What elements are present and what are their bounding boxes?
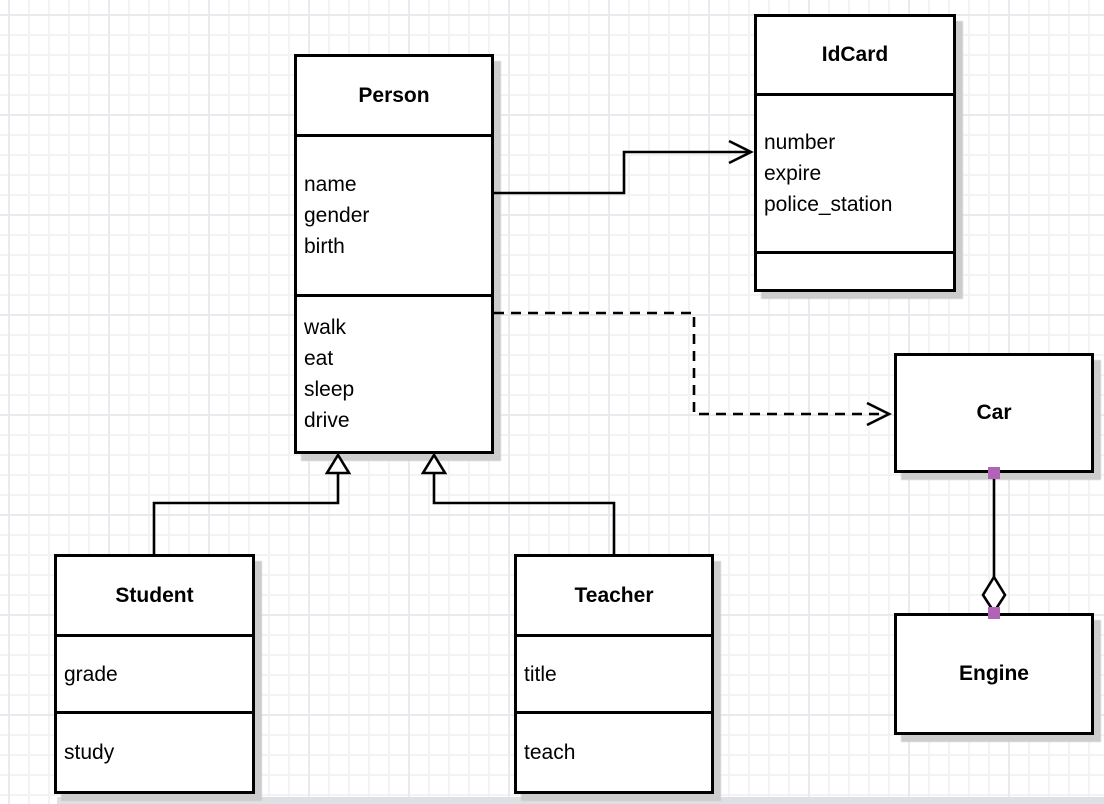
class-method: eat (304, 347, 334, 370)
edge-student-person[interactable] (152, 452, 352, 554)
class-method: walk (304, 316, 347, 339)
methods-section: study (57, 711, 252, 791)
canvas-bottom-edge (57, 797, 1104, 804)
class-idcard[interactable]: IdCard number expire police_station (754, 14, 956, 292)
methods-section: teach (517, 711, 711, 791)
class-attribute: gender (304, 204, 370, 227)
endpoint-handle-icon[interactable] (988, 607, 1000, 619)
edge-person-idcard[interactable] (494, 139, 754, 195)
class-method: sleep (304, 378, 355, 401)
class-attribute: police_station (764, 193, 893, 216)
class-title: Car (976, 401, 1012, 424)
class-method: teach (524, 741, 576, 764)
class-engine[interactable]: Engine (894, 613, 1094, 735)
class-car[interactable]: Car (894, 353, 1094, 473)
endpoint-handle-icon[interactable] (988, 467, 1000, 479)
hollow-diamond-icon (981, 574, 1007, 615)
class-person[interactable]: Person name gender birth walk eat sleep … (294, 54, 494, 454)
hollow-triangle-icon (420, 452, 448, 475)
attributes-section: number expire police_station (757, 93, 953, 251)
class-teacher[interactable]: Teacher title teach (514, 554, 714, 794)
hollow-triangle-icon (324, 452, 352, 475)
class-attribute: birth (304, 235, 345, 258)
class-title: Teacher (574, 583, 654, 607)
class-title: Person (358, 83, 430, 107)
class-title: Student (115, 583, 194, 607)
class-attribute: number (764, 131, 836, 154)
class-attribute: expire (764, 162, 822, 185)
edge-car-engine[interactable] (981, 467, 1007, 619)
edge-person-car[interactable] (494, 311, 892, 427)
class-attribute: title (524, 662, 557, 686)
open-arrow-icon (728, 139, 754, 165)
class-student[interactable]: Student grade study (54, 554, 255, 794)
class-title: IdCard (821, 43, 889, 66)
class-method: study (64, 741, 115, 764)
open-arrow-icon (866, 401, 892, 427)
attributes-section: title (517, 634, 711, 711)
class-method: drive (304, 409, 350, 432)
class-title: Engine (958, 662, 1029, 685)
class-attribute: name (304, 173, 357, 196)
attributes-section: grade (57, 634, 252, 711)
attributes-section: name gender birth (297, 134, 491, 294)
methods-section: walk eat sleep drive (297, 294, 491, 451)
edge-teacher-person[interactable] (420, 452, 616, 554)
methods-section-empty (757, 251, 953, 289)
class-attribute: grade (64, 662, 118, 686)
